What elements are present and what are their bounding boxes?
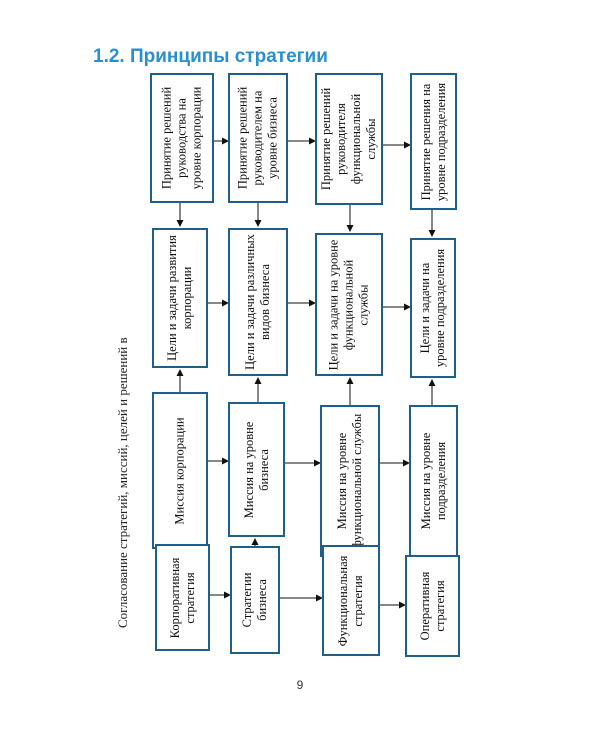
box-unit-decision: Принятие решения на уровне подразделения (410, 73, 457, 210)
box-business-decision: Принятие решений руководителем на уровне… (228, 73, 288, 203)
box-unit-goals: Цели и задачи на уровне подразделения (410, 238, 456, 378)
box-label: Принятие решений руководителя функционал… (319, 87, 378, 191)
box-label: Оперативная стратегия (417, 571, 447, 641)
box-business-strategy: Стратегии бизнеса (230, 546, 280, 654)
box-business-goals: Цели и задачи различных видов бизнеса (228, 228, 288, 376)
box-corporate-decision: Принятие решений руководства на уровне к… (150, 73, 214, 203)
box-functional-decision: Принятие решений руководителя функционал… (315, 73, 383, 205)
section-heading: 1.2. Принципы стратегии (93, 46, 328, 67)
box-label: Цели и задачи различных видов бизнеса (243, 234, 272, 370)
box-label: Миссия на уровне подразделения (418, 432, 448, 530)
box-label: Функциональная стратегия (336, 555, 365, 646)
box-label: Стратегии бизнеса (240, 572, 269, 628)
box-label: Принятие решения на уровне подразделения (418, 82, 448, 201)
box-label: Принятие решений руководителем на уровне… (235, 86, 280, 190)
box-label: Цели и задачи на уровне подразделения (418, 248, 447, 368)
box-unit-mission: Миссия на уровне подразделения (409, 405, 458, 557)
box-business-mission: Миссия на уровне бизнеса (228, 402, 285, 537)
box-label: Корпоративная стратегия (167, 557, 197, 638)
box-label: Миссия на уровне функциональной службы (335, 413, 364, 549)
box-label: Миссия корпорации (172, 416, 187, 525)
box-label: Цели и задачи развития корпорации (165, 235, 194, 361)
box-unit-strategy: Оперативная стратегия (405, 555, 460, 657)
page-number: 9 (296, 678, 304, 692)
box-functional-strategy: Функциональная стратегия (322, 545, 380, 656)
box-corporate-goals: Цели и задачи развития корпорации (152, 228, 208, 368)
box-functional-goals: Цели и задачи на уровне функциональной с… (315, 233, 383, 376)
box-corporate-mission: Миссия корпорации (152, 392, 208, 549)
box-label: Цели и задачи на уровне функциональной с… (326, 239, 371, 370)
box-corporate-strategy: Корпоративная стратегия (155, 544, 210, 651)
box-label: Миссия на уровне бизнеса (241, 421, 271, 518)
box-label: Принятие решений руководства на уровне к… (159, 86, 204, 190)
box-functional-mission: Миссия на уровне функциональной службы (320, 405, 380, 557)
